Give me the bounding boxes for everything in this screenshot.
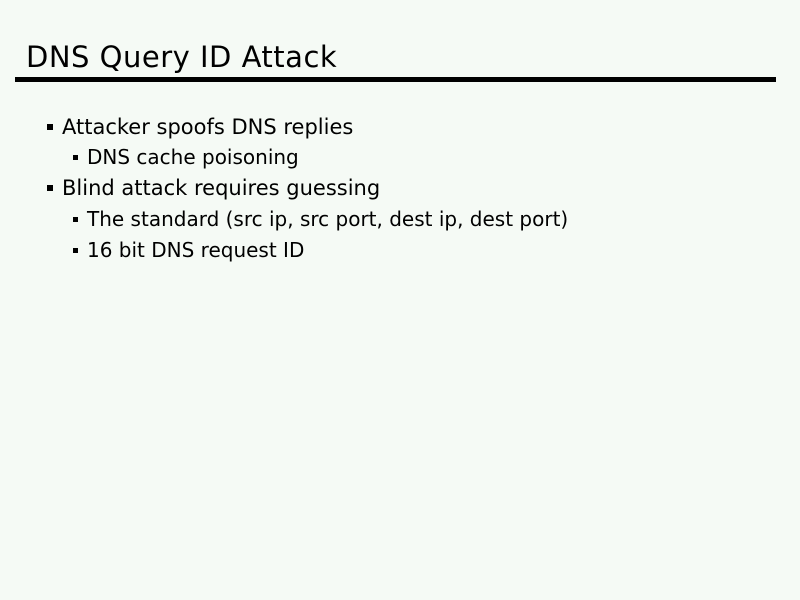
- bullet-text: The standard (src ip, src port, dest ip,…: [87, 207, 569, 231]
- bullet-text: DNS cache poisoning: [87, 145, 299, 169]
- bullet-item: Attacker spoofs DNS replies: [47, 112, 353, 142]
- bullet-text: 16 bit DNS request ID: [87, 238, 305, 262]
- square-bullet-icon: [47, 124, 53, 130]
- bullet-subitem: The standard (src ip, src port, dest ip,…: [73, 204, 568, 234]
- title-underline-rule: [15, 77, 776, 82]
- bullet-text: Attacker spoofs DNS replies: [62, 115, 354, 139]
- bullet-subitem: DNS cache poisoning: [73, 142, 299, 172]
- square-bullet-icon: [47, 185, 53, 191]
- slide-title: DNS Query ID Attack: [26, 40, 338, 74]
- square-bullet-icon: [73, 247, 78, 253]
- square-bullet-icon: [73, 216, 78, 222]
- square-bullet-icon: [73, 154, 78, 160]
- bullet-subitem: 16 bit DNS request ID: [73, 235, 304, 265]
- bullet-text: Blind attack requires guessing: [62, 176, 381, 200]
- bullet-item: Blind attack requires guessing: [47, 173, 380, 203]
